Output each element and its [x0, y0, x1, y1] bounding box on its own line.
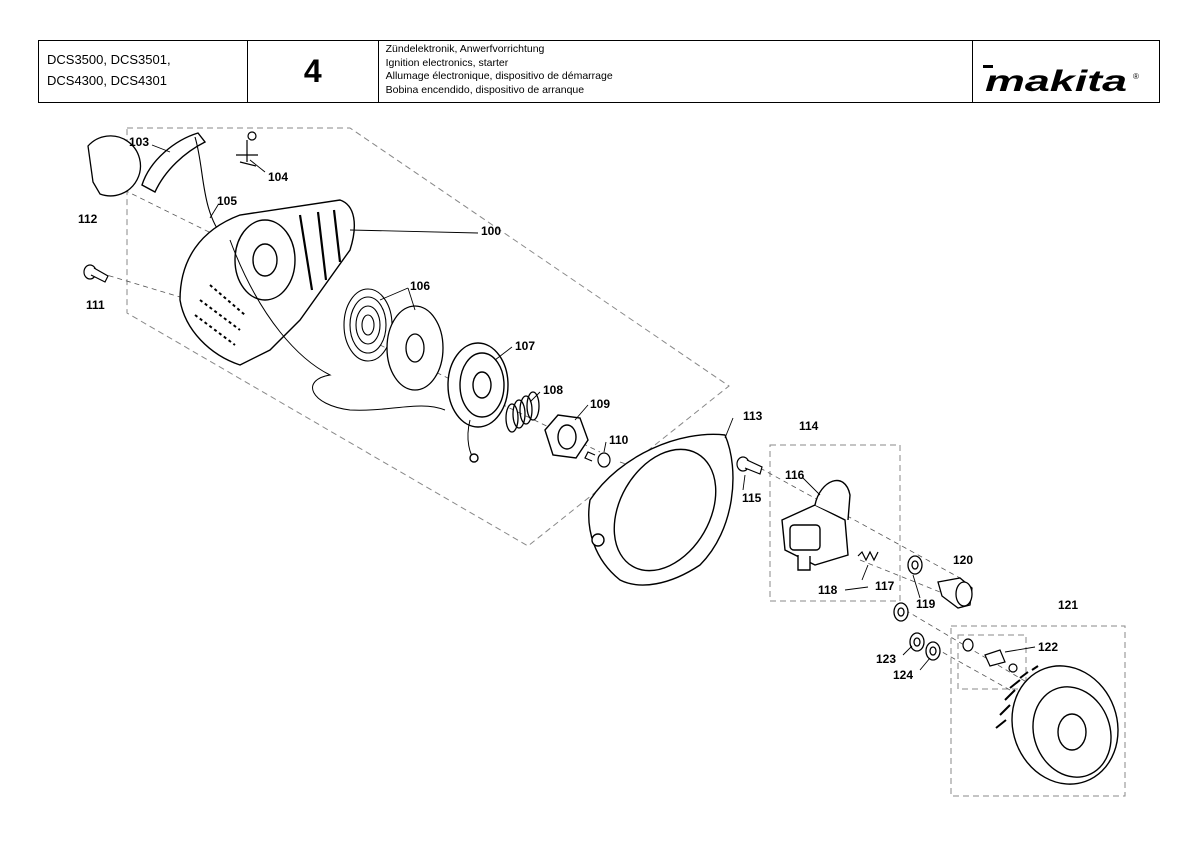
housing-screw-shape [83, 264, 109, 283]
label-112: 112 [78, 212, 98, 226]
rewind-spring-shape [343, 288, 393, 362]
label-119: 119 [916, 597, 936, 611]
ignition-module-shape [781, 479, 851, 571]
label-115: 115 [742, 491, 762, 505]
label-105: 105 [217, 194, 237, 208]
label-124: 124 [893, 668, 913, 682]
brand-wordmark: makita [985, 65, 1127, 98]
starter-dog-shape [544, 414, 589, 459]
cover-disc-shape [87, 135, 142, 197]
starter-assembly-group-box [126, 127, 730, 547]
label-117: 117 [875, 579, 895, 593]
spark-plug-shape [937, 577, 973, 609]
washer-shapes [893, 555, 923, 622]
label-113: 113 [743, 409, 763, 423]
flywheel-nut-shape [909, 632, 941, 661]
label-104: 104 [268, 170, 288, 184]
starter-housing-shape [179, 199, 446, 411]
label-122: 122 [1038, 640, 1058, 654]
flywheel-group-box [950, 625, 1126, 797]
label-100: 100 [481, 224, 501, 238]
sheet-titles: Zündelektronik, Anwerfvorrichtung Igniti… [379, 41, 973, 102]
label-121: 121 [1058, 598, 1078, 612]
model-list: DCS3500, DCS3501, DCS4300, DCS4301 [39, 41, 248, 102]
flywheel-shape [995, 665, 1119, 785]
label-106: 106 [410, 279, 430, 293]
leader-lines [151, 144, 1036, 671]
label-118: 118 [818, 583, 838, 597]
label-116: 116 [785, 468, 805, 482]
models-line-2: DCS4300, DCS4301 [47, 73, 167, 88]
label-110: 110 [609, 433, 629, 447]
title-french: Allumage électronique, dispositivo de dé… [385, 70, 613, 83]
rope-pulley-shape [447, 342, 509, 463]
pawl-spring-shape [505, 391, 540, 433]
module-screw-shape [736, 456, 763, 475]
starter-handle-shape [141, 132, 226, 241]
makita-logo: makita ® [983, 65, 1139, 98]
label-114: 114 [799, 419, 819, 433]
brand-cell: makita ® [973, 41, 1159, 102]
rope-clip-shape [236, 131, 258, 167]
title-block: DCS3500, DCS3501, DCS4300, DCS4301 4 Zün… [38, 40, 1160, 103]
fan-housing-shape [588, 433, 734, 586]
pawl-group-box [957, 634, 1027, 690]
label-103: 103 [129, 135, 149, 149]
label-109: 109 [590, 397, 610, 411]
pulley-screw-shape [584, 451, 611, 468]
models-line-1: DCS3500, DCS3501, [47, 52, 171, 67]
spring-cover-plate-shape [386, 305, 444, 391]
label-120: 120 [953, 553, 973, 567]
label-111: 111 [86, 298, 105, 312]
title-spanish: Bobina encendido, dispositivo de arranqu… [385, 83, 585, 96]
label-107: 107 [515, 339, 535, 353]
pawl-shape [962, 638, 1018, 673]
registered-mark: ® [1133, 72, 1139, 81]
label-108: 108 [543, 383, 563, 397]
ignition-spring-shape [857, 550, 879, 562]
title-english: Ignition electronics, starter [385, 56, 509, 69]
sheet-number: 4 [248, 41, 379, 102]
ignition-module-group-box [769, 444, 901, 602]
label-123: 123 [876, 652, 896, 666]
title-german: Zündelektronik, Anwerfvorrichtung [385, 43, 545, 55]
